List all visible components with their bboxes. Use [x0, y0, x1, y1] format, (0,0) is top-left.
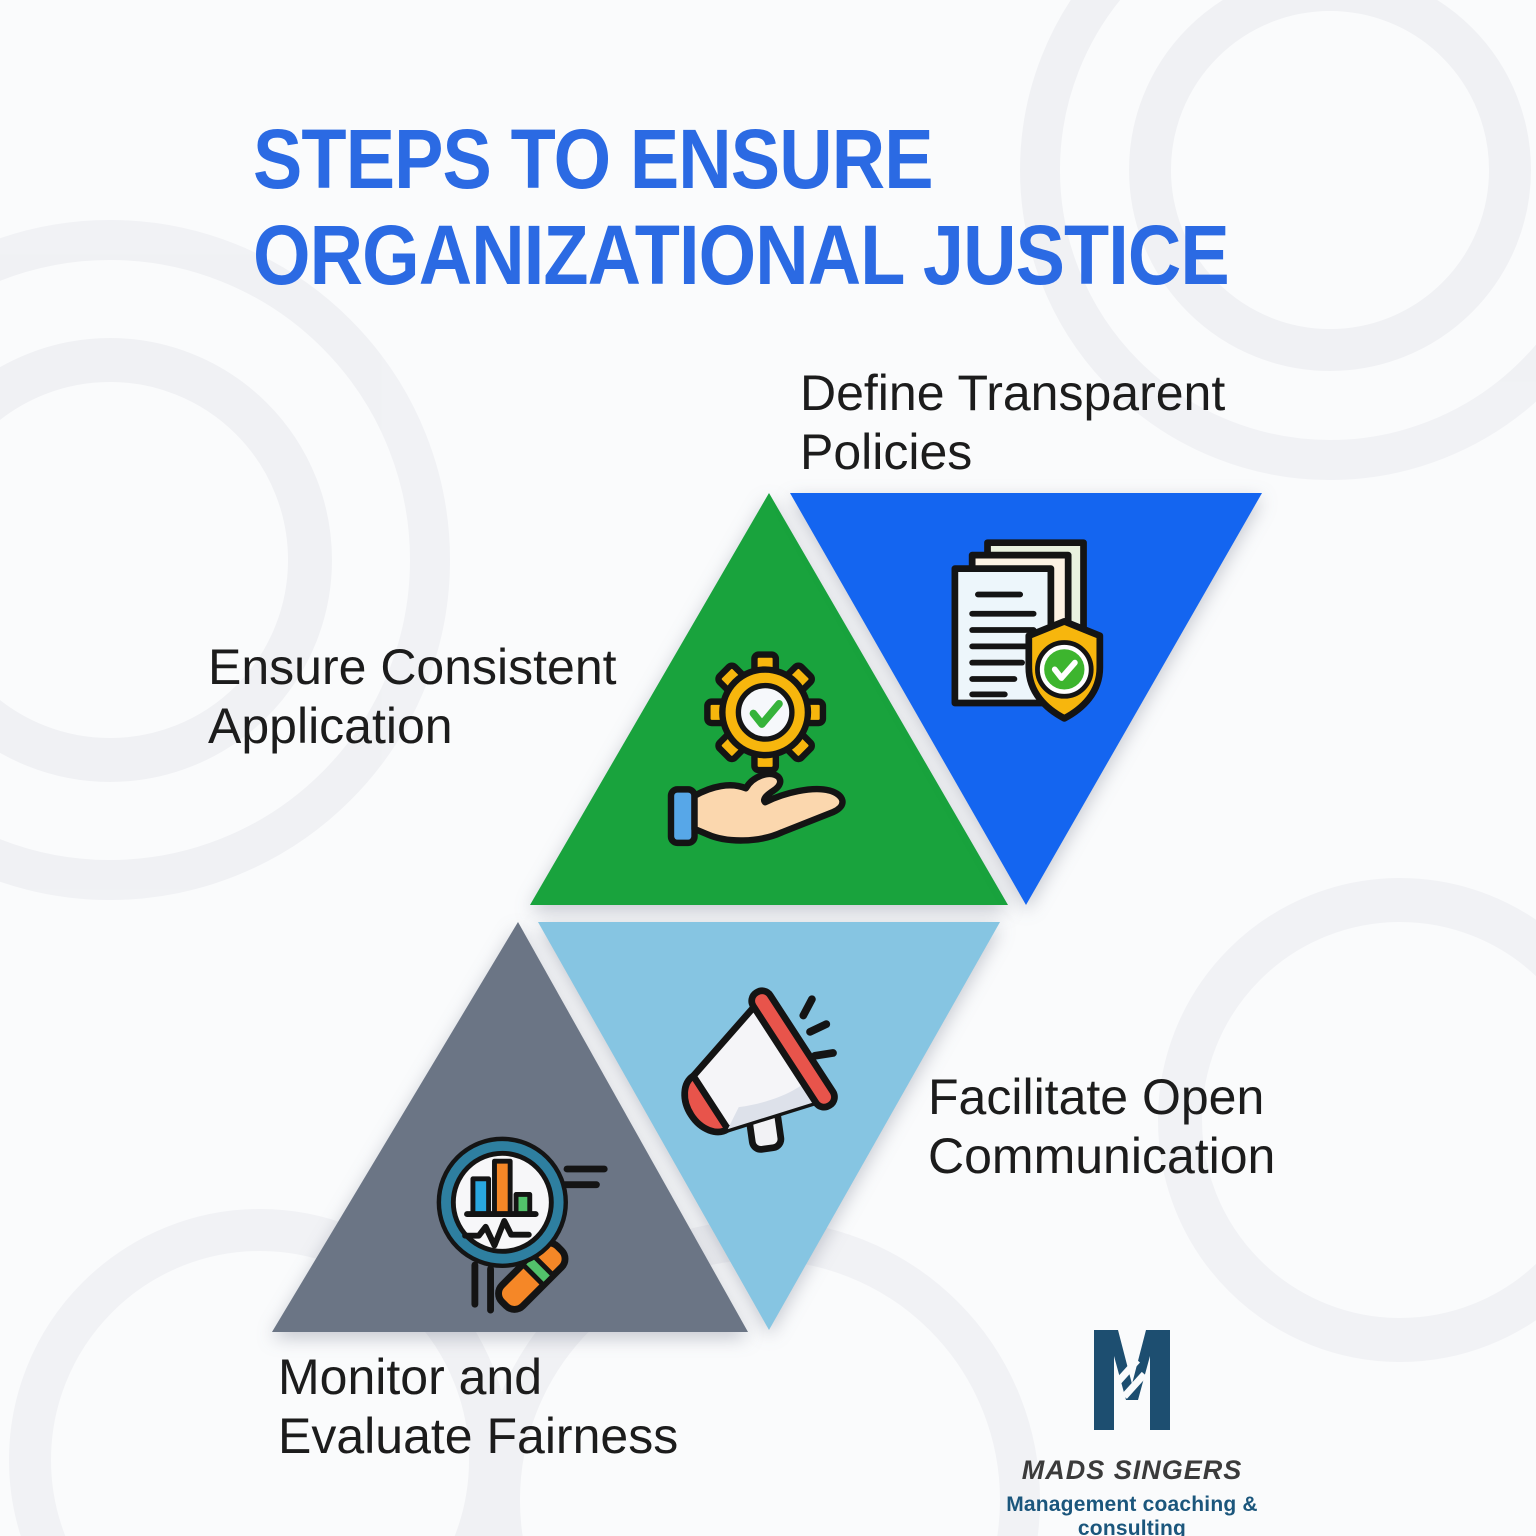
documents-shield-icon: [928, 530, 1120, 732]
brand-tagline: Management coaching & consulting: [1006, 1493, 1258, 1536]
label-line: Facilitate Open: [928, 1069, 1265, 1125]
page-title: STEPS TO ENSURE ORGANIZATIONAL JUSTICE: [253, 112, 1230, 304]
page-title-line2: ORGANIZATIONAL JUSTICE: [253, 207, 1230, 302]
triangle-monitor-evaluate-fairness: [272, 922, 748, 1332]
label-define-transparent-policies: Define Transparent Policies: [800, 364, 1225, 481]
label-facilitate-open-communication: Facilitate Open Communication: [928, 1068, 1275, 1185]
label-line: Evaluate Fairness: [278, 1407, 679, 1464]
gear-check-hand-icon: [656, 646, 870, 860]
footer-brand-block: MADS SINGERS Management coaching & consu…: [950, 1330, 1314, 1536]
label-monitor-evaluate-fairness: Monitor and Evaluate Fairness: [278, 1348, 678, 1465]
megaphone-icon: [666, 980, 858, 1172]
mads-singers-m-logo: [1094, 1330, 1170, 1430]
label-line: Ensure Consistent: [208, 639, 617, 695]
label-line: Policies: [800, 423, 973, 480]
label-line: Monitor and: [278, 1349, 543, 1405]
magnifier-bar-chart-icon: [420, 1120, 616, 1316]
brand-name: MADS SINGERS: [1021, 1455, 1243, 1485]
label-line: Application: [208, 697, 453, 754]
page-title-line1: STEPS TO ENSURE: [253, 112, 934, 206]
label-ensure-consistent-application: Ensure Consistent Application: [208, 638, 617, 755]
label-line: Communication: [928, 1127, 1276, 1184]
label-line: Define Transparent: [800, 365, 1226, 421]
